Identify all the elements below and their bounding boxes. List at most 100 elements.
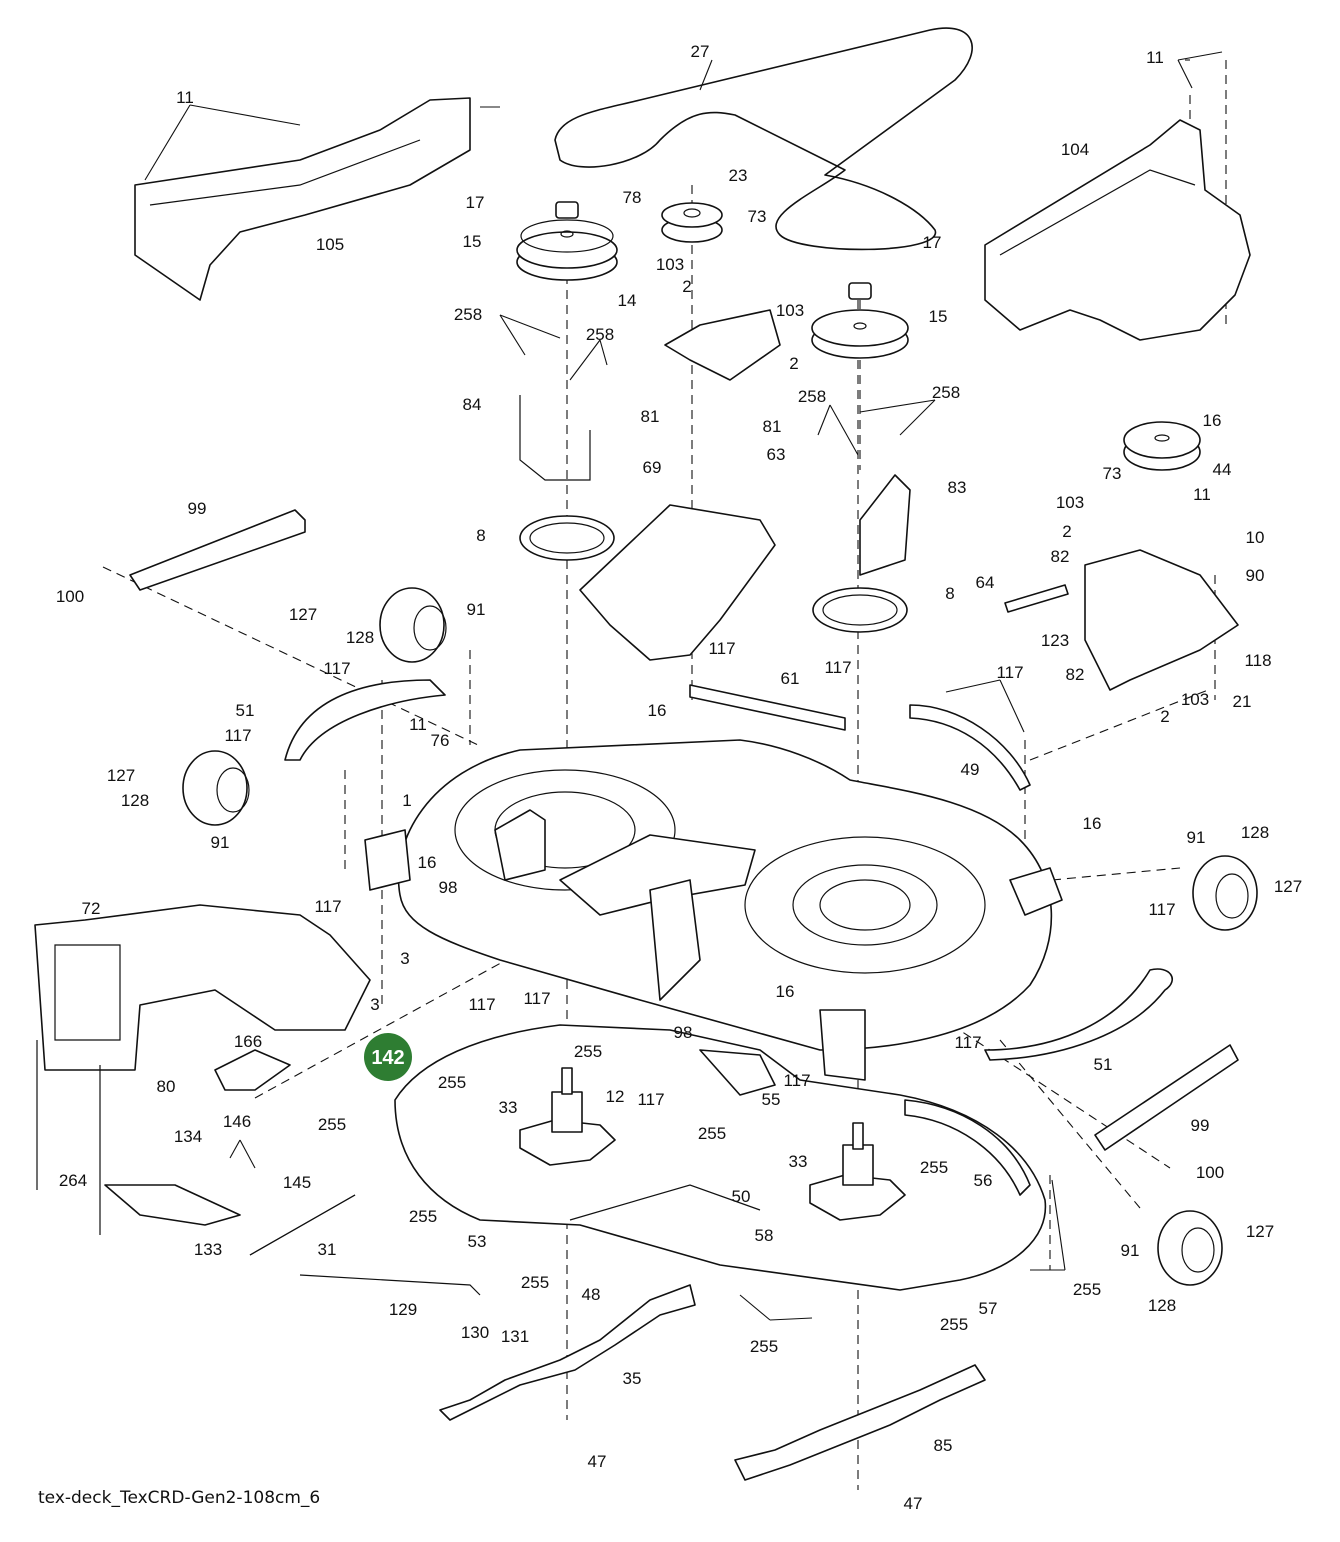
callout-117: 117 xyxy=(523,989,550,1008)
callout-11: 11 xyxy=(1193,485,1211,504)
callout-8: 8 xyxy=(476,526,485,545)
callout-145: 145 xyxy=(283,1173,311,1192)
highlight-badge[interactable]: 142 xyxy=(364,1033,412,1081)
callout-1: 1 xyxy=(402,791,411,810)
callout-255: 255 xyxy=(574,1042,602,1061)
callout-81: 81 xyxy=(641,407,660,426)
callout-15: 15 xyxy=(463,232,482,251)
callout-3: 3 xyxy=(400,949,409,968)
part-128-wheel-4 xyxy=(1157,1210,1223,1286)
callout-16: 16 xyxy=(418,853,437,872)
callout-85: 85 xyxy=(934,1436,953,1455)
part-33-spindle-right xyxy=(809,1122,906,1221)
part-69-belt-cover xyxy=(579,504,776,661)
callout-166: 166 xyxy=(234,1032,262,1051)
part-31-spring xyxy=(249,1194,356,1256)
part-104-right-deflector xyxy=(984,119,1251,341)
callout-82: 82 xyxy=(1051,547,1070,566)
part-56-baffle xyxy=(904,1099,1031,1196)
callout-57: 57 xyxy=(979,1299,998,1318)
callout-103: 103 xyxy=(776,301,804,320)
callout-27: 27 xyxy=(691,42,710,61)
callout-105: 105 xyxy=(316,235,344,254)
callout-134: 134 xyxy=(174,1127,202,1146)
part-49-baffle xyxy=(909,704,1031,791)
callout-117: 117 xyxy=(996,663,1023,682)
callout-2: 2 xyxy=(789,354,798,373)
callout-16: 16 xyxy=(648,701,667,720)
callout-255: 255 xyxy=(750,1337,778,1356)
callout-255: 255 xyxy=(1073,1280,1101,1299)
callout-31: 31 xyxy=(318,1240,337,1259)
part-84-rod xyxy=(519,395,591,481)
callout-146: 146 xyxy=(223,1112,251,1131)
part-83-bracket xyxy=(859,474,911,576)
callout-11: 11 xyxy=(409,715,427,734)
callout-131: 131 xyxy=(501,1327,529,1346)
callout-10: 10 xyxy=(1246,528,1265,547)
callout-99: 99 xyxy=(188,499,207,518)
callout-100: 100 xyxy=(1196,1163,1224,1182)
callout-129: 129 xyxy=(389,1300,417,1319)
callout-128: 128 xyxy=(121,791,149,810)
callout-56: 56 xyxy=(974,1171,993,1190)
callout-100: 100 xyxy=(56,587,84,606)
callout-255: 255 xyxy=(698,1124,726,1143)
part-33-spindle-left xyxy=(519,1067,616,1166)
callout-44: 44 xyxy=(1213,460,1232,479)
callout-47: 47 xyxy=(904,1494,923,1513)
callout-98: 98 xyxy=(439,878,458,897)
callout-35: 35 xyxy=(623,1369,642,1388)
part-8-bearing-plate-right xyxy=(812,587,908,633)
callout-78: 78 xyxy=(623,188,642,207)
callout-117: 117 xyxy=(783,1071,810,1090)
callout-117: 117 xyxy=(824,658,851,677)
callout-117: 117 xyxy=(708,639,735,658)
callout-76: 76 xyxy=(431,731,450,750)
callout-2: 2 xyxy=(1160,707,1169,726)
callout-258: 258 xyxy=(454,305,482,324)
callout-81: 81 xyxy=(763,417,782,436)
highlight-badge-label[interactable]: 142 xyxy=(371,1047,404,1069)
highlight-badge-circle[interactable] xyxy=(364,1033,412,1081)
part-128-wheel-3 xyxy=(1192,855,1258,931)
callout-73: 73 xyxy=(1103,464,1122,483)
callout-50: 50 xyxy=(732,1187,751,1206)
part-99-arm-right xyxy=(1094,1044,1239,1151)
callout-255: 255 xyxy=(409,1207,437,1226)
callout-255: 255 xyxy=(920,1158,948,1177)
callout-117: 117 xyxy=(1148,900,1175,919)
callout-84: 84 xyxy=(463,395,482,414)
part-44-idler-right xyxy=(1123,421,1201,471)
callout-123: 123 xyxy=(1041,631,1069,650)
part-35-blade-left xyxy=(439,1284,696,1421)
leader-lines xyxy=(144,51,1223,1321)
part-27-belt xyxy=(554,27,973,251)
callout-99: 99 xyxy=(1191,1116,1210,1135)
part-15-pulley-right xyxy=(811,309,909,359)
part-264-cables xyxy=(36,1040,101,1235)
callout-258: 258 xyxy=(932,383,960,402)
callout-12: 12 xyxy=(606,1087,625,1106)
part-128-wheel-1 xyxy=(379,587,447,663)
callout-258: 258 xyxy=(586,325,614,344)
callout-80: 80 xyxy=(157,1077,176,1096)
callout-117: 117 xyxy=(637,1090,664,1109)
callout-2: 2 xyxy=(1062,522,1071,541)
callout-11: 11 xyxy=(176,88,194,107)
callout-21: 21 xyxy=(1233,692,1252,711)
part-1-mower-deck xyxy=(364,739,1063,1081)
part-118-tension-bracket xyxy=(1084,549,1239,691)
callout-33: 33 xyxy=(789,1152,808,1171)
callout-51: 51 xyxy=(1094,1055,1113,1074)
callout-48: 48 xyxy=(582,1285,601,1304)
callout-264: 264 xyxy=(59,1171,87,1190)
callout-103: 103 xyxy=(656,255,684,274)
part-15-pulley-left xyxy=(516,219,618,281)
part-51-left-baffle xyxy=(284,679,446,761)
part-128-wheel-2 xyxy=(182,750,250,826)
callout-128: 128 xyxy=(346,628,374,647)
part-55-plate xyxy=(699,1049,776,1096)
callout-117: 117 xyxy=(224,726,251,745)
part-64-strap xyxy=(1004,584,1069,613)
